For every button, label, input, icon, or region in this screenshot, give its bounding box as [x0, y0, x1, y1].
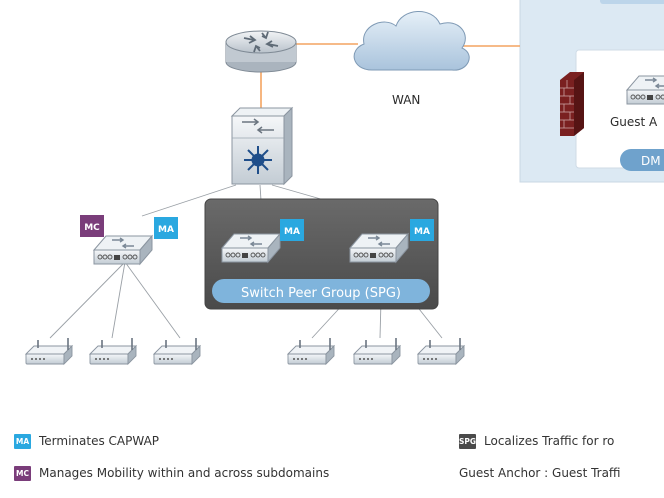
- legend-ma: MA Terminates CAPWAP: [14, 434, 159, 449]
- mc-badge: MC: [80, 215, 104, 237]
- legend-mc: MC Manages Mobility within and across sub…: [14, 466, 329, 481]
- wan-links: [260, 43, 520, 110]
- spg-switch-left-icon: [221, 233, 281, 263]
- legend-guest-anchor-text: Guest Anchor : Guest Traffi: [459, 466, 621, 480]
- dmz-label: DM: [641, 154, 661, 168]
- firewall-icon: [560, 72, 584, 136]
- access-point-icon: [25, 337, 73, 365]
- access-point-icon: [153, 337, 201, 365]
- mc-ma-switch-icon: [93, 235, 153, 265]
- legend-guest-anchor: Guest Anchor : Guest Traffi: [459, 466, 621, 480]
- svg-text:MA: MA: [284, 227, 300, 237]
- legend-spg: SPG Localizes Traffic for ro: [459, 434, 614, 449]
- ma-legend-badge: MA: [14, 434, 31, 449]
- access-point-icon: [287, 337, 335, 365]
- legend-ma-text: Terminates CAPWAP: [39, 434, 160, 448]
- ma-badge-spg-left: MA: [280, 219, 304, 241]
- mc-legend-badge: MC: [14, 466, 31, 481]
- svg-text:MC: MC: [84, 223, 100, 233]
- svg-text:MA: MA: [414, 227, 430, 237]
- legend-mc-text: Manages Mobility within and across subdo…: [39, 466, 330, 480]
- wan-cloud-icon: [353, 11, 470, 71]
- svg-text:MA: MA: [158, 225, 174, 235]
- spg-switch-right-icon: [349, 233, 409, 263]
- spg-legend-badge: SPG: [459, 434, 476, 449]
- access-point-icon: [353, 337, 401, 365]
- switch-peer-group-panel: Switch Peer Group (SPG): [204, 198, 439, 310]
- ma-badge-left: MA: [154, 217, 178, 239]
- dmz-pill: DM: [620, 149, 664, 171]
- legend-spg-text: Localizes Traffic for ro: [484, 434, 615, 448]
- distribution-switch-icon: [230, 106, 294, 186]
- ma-badge-spg-right: MA: [410, 219, 434, 241]
- access-point-icon: [89, 337, 137, 365]
- guest-anchor-label: Guest A: [610, 115, 658, 129]
- access-point-icon: [417, 337, 465, 365]
- router-icon: [225, 30, 297, 73]
- spg-label: Switch Peer Group (SPG): [241, 286, 401, 301]
- wan-label: WAN: [392, 93, 420, 107]
